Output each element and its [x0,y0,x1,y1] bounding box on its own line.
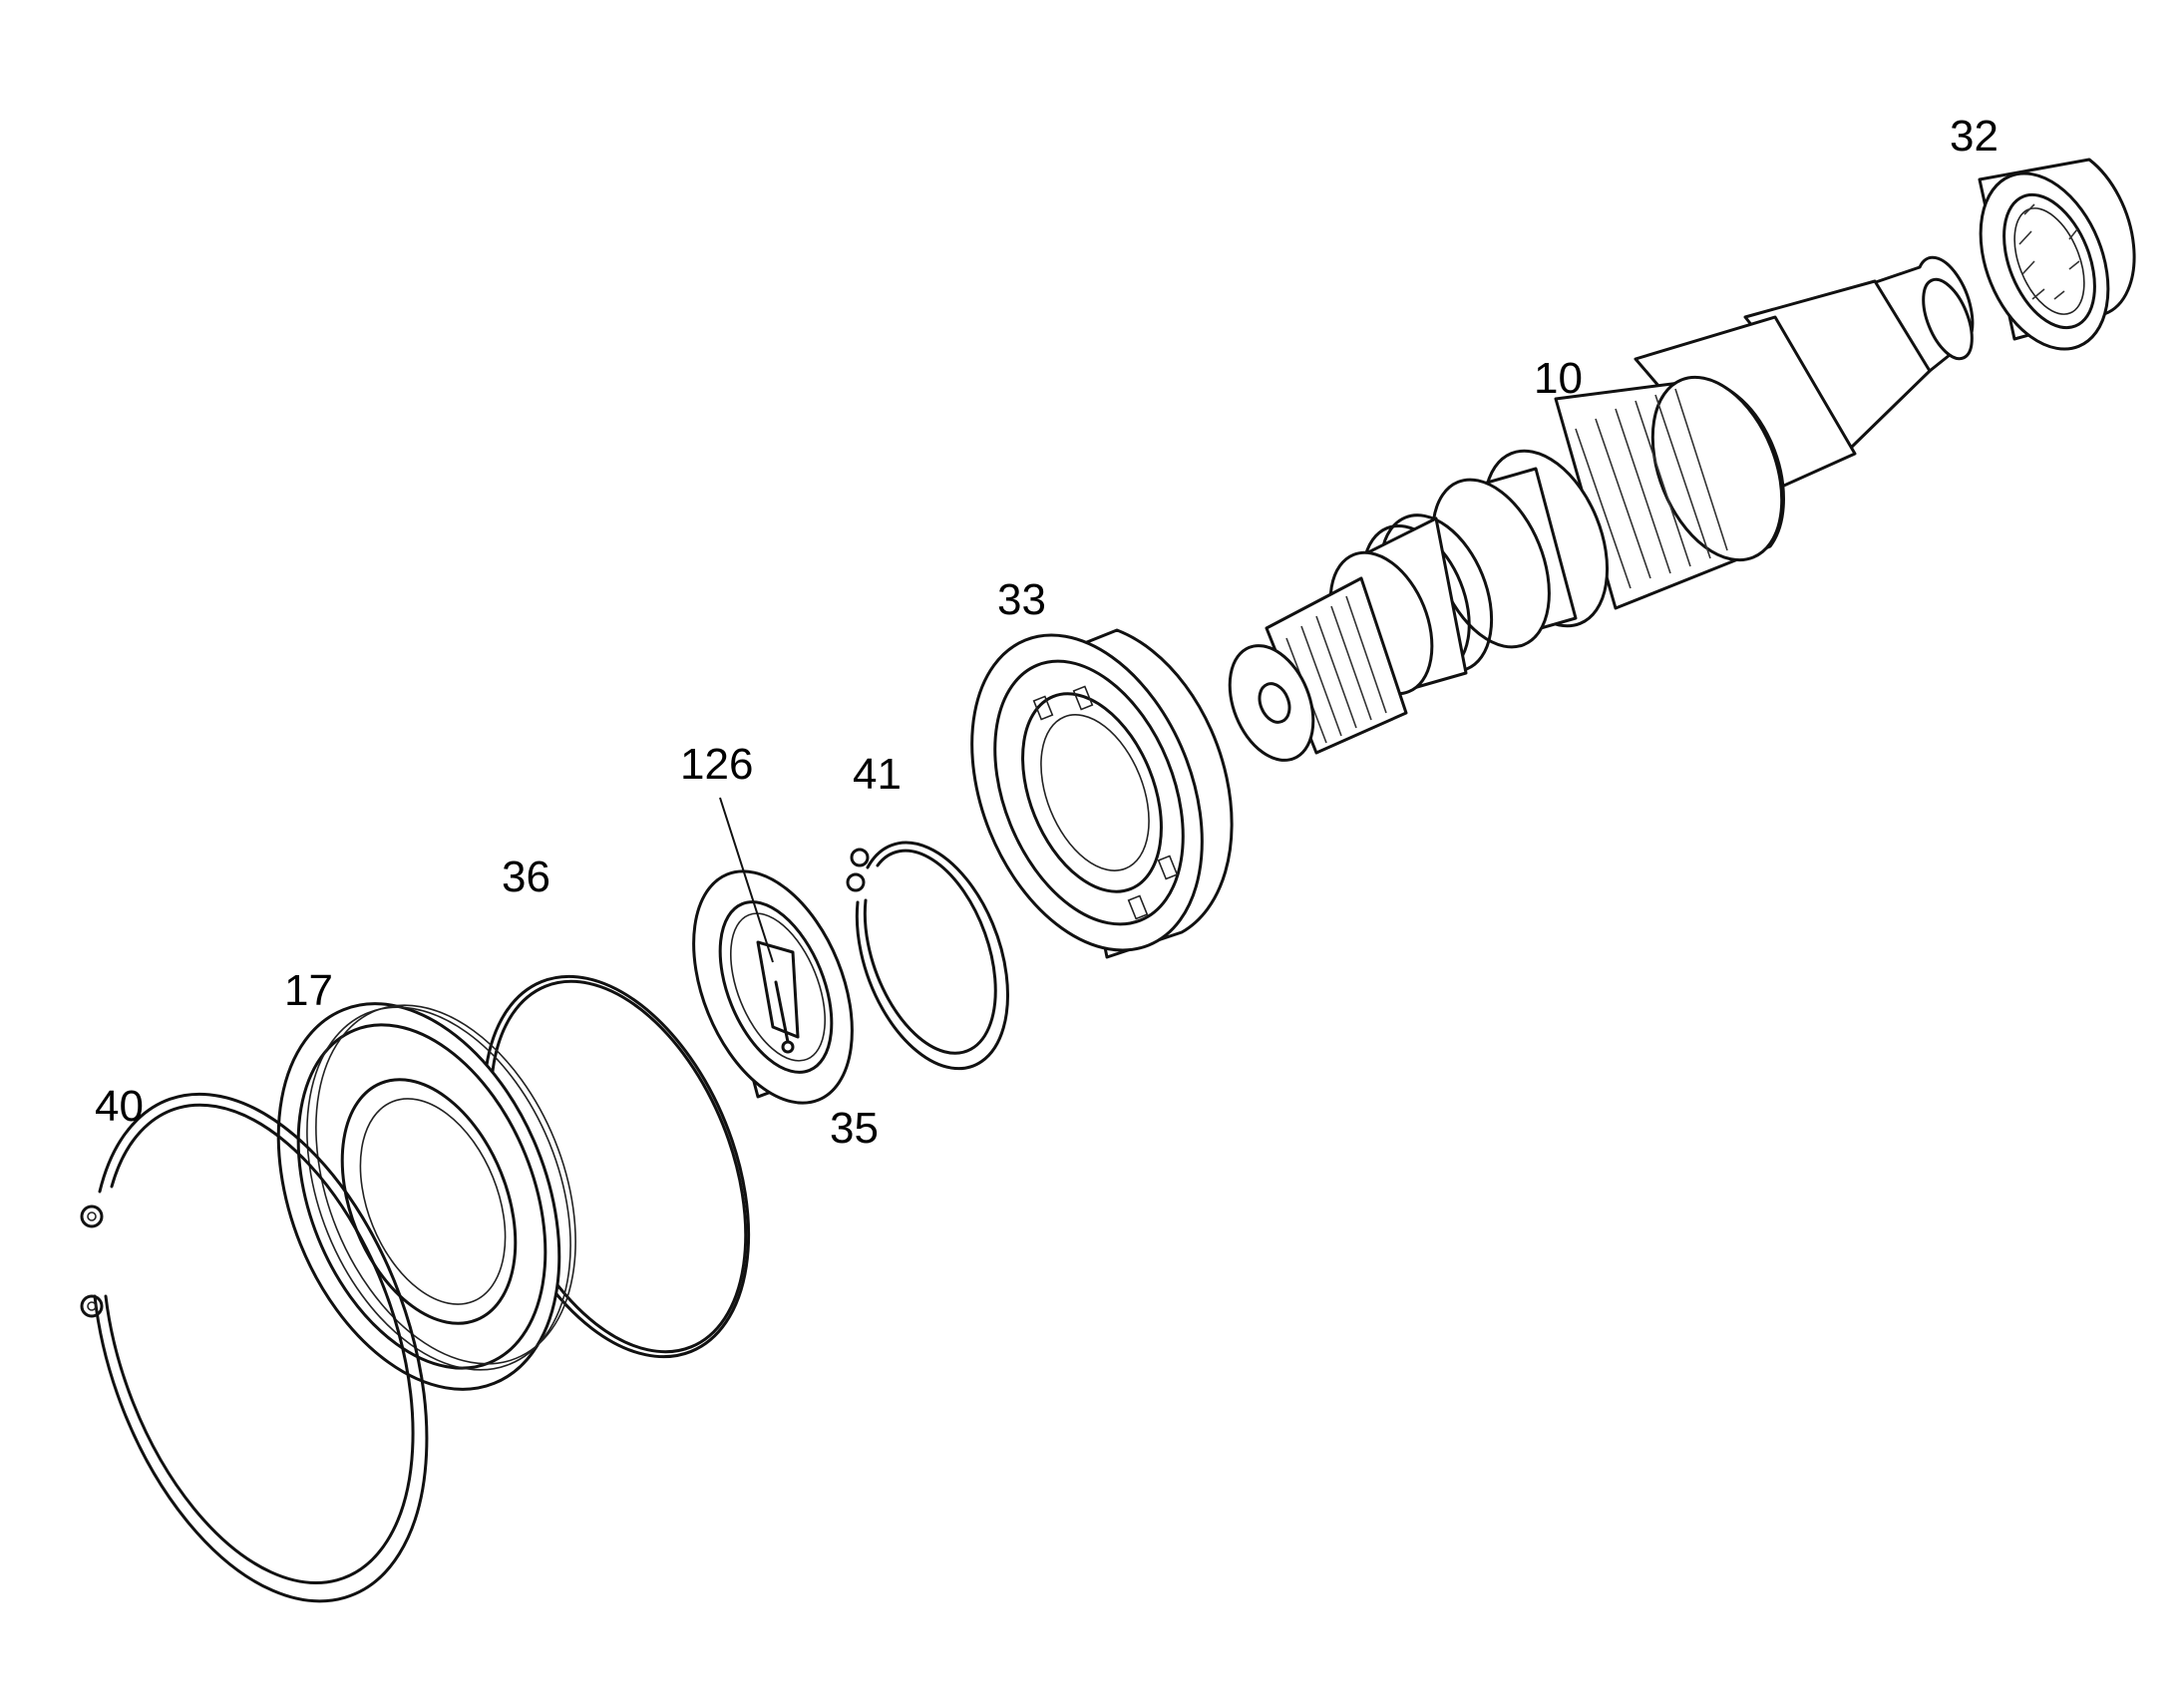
callout-126: 126 [680,740,754,789]
callout-17: 17 [284,966,333,1015]
callout-40: 40 [95,1082,144,1131]
part-10-splined-shaft [1228,255,1975,762]
part-35-seal-carrier [692,869,854,1105]
callout-41: 41 [853,750,902,799]
part-17-shaft-seal [276,1002,576,1391]
part-41-snap-ring [846,841,1009,1071]
callout-10: 10 [1534,354,1583,403]
part-33-ball-bearing [970,628,1234,959]
callout-32: 32 [1950,112,1998,161]
callout-35: 35 [830,1104,879,1153]
callout-36: 36 [502,853,550,901]
callout-33: 33 [997,575,1046,624]
part-32-needle-bearing [1978,158,2136,351]
leader-line-126 [719,797,774,963]
part-40-circlip [80,1092,429,1603]
